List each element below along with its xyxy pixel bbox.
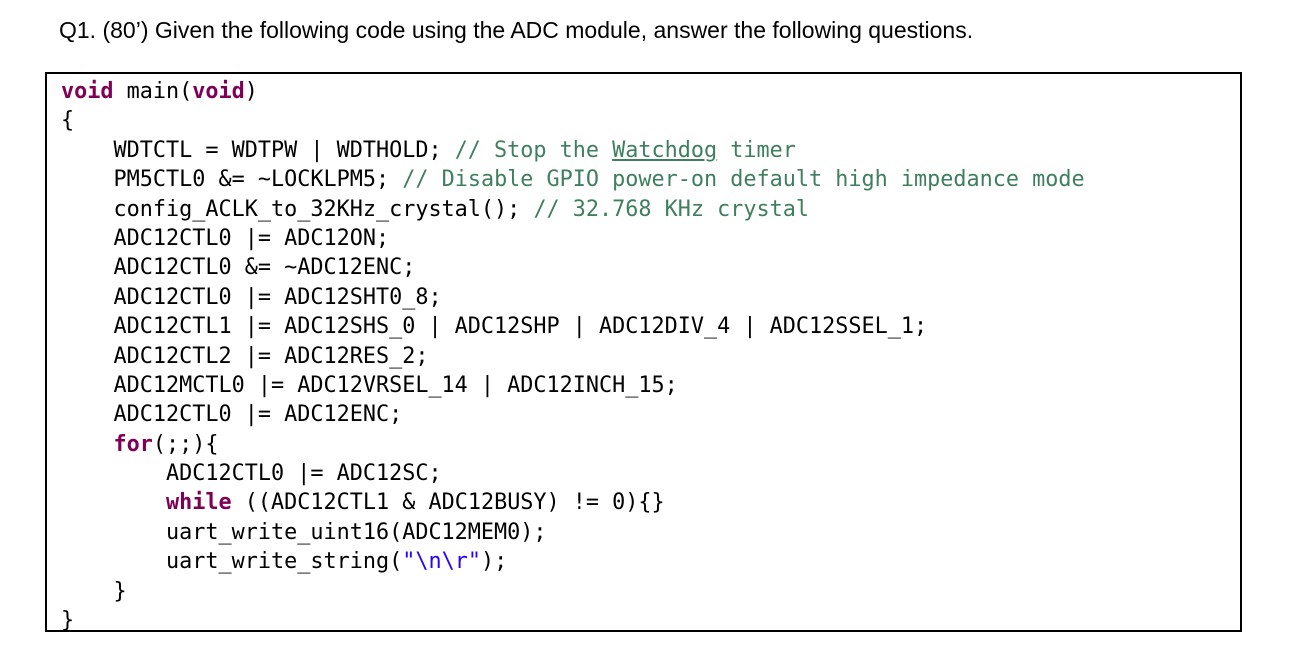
code-line: PM5CTL0 &= ~LOCKLPM5; // Disable GPIO po…: [61, 167, 1085, 193]
code-line: ADC12CTL0 |= ADC12ENC;: [61, 402, 403, 428]
code-line: ADC12CTL0 &= ~ADC12ENC;: [61, 255, 416, 281]
code-line: ADC12CTL1 |= ADC12SHS_0 | ADC12SHP | ADC…: [61, 314, 928, 340]
code-line: ADC12CTL0 |= ADC12SHT0_8;: [61, 284, 442, 310]
code-line: }: [61, 578, 127, 604]
code-line: {: [61, 108, 75, 134]
code-line: }: [61, 608, 75, 634]
code-line: void main(void): [61, 79, 258, 104]
code-block: void main(void) { WDTCTL = WDTPW | WDTHOL…: [45, 72, 1242, 635]
code-line: config_ACLK_to_32KHz_crystal(); // 32.76…: [61, 196, 810, 222]
question-text: Q1. (80’) Given the following code using…: [59, 17, 974, 43]
code-line: WDTCTL = WDTPW | WDTHOLD; // Stop the Wa…: [61, 137, 796, 163]
code-line: uart_write_uint16(ADC12MEM0);: [61, 519, 547, 545]
code-lines: void main(void) { WDTCTL = WDTPW | WDTHOL…: [61, 77, 1085, 635]
code-line: for(;;){: [113, 431, 219, 457]
code-line: while ((ADC12CTL1 & ADC12BUSY) != 0){}: [165, 490, 665, 516]
code-line: uart_write_string("\n\r");: [61, 549, 508, 575]
code-line: ADC12CTL0 |= ADC12ON;: [61, 225, 390, 251]
code-line: ADC12CTL0 |= ADC12SC;: [61, 461, 442, 487]
code-line: ADC12MCTL0 |= ADC12VRSEL_14 | ADC12INCH_…: [61, 372, 678, 398]
code-line: ADC12CTL2 |= ADC12RES_2;: [61, 343, 429, 369]
